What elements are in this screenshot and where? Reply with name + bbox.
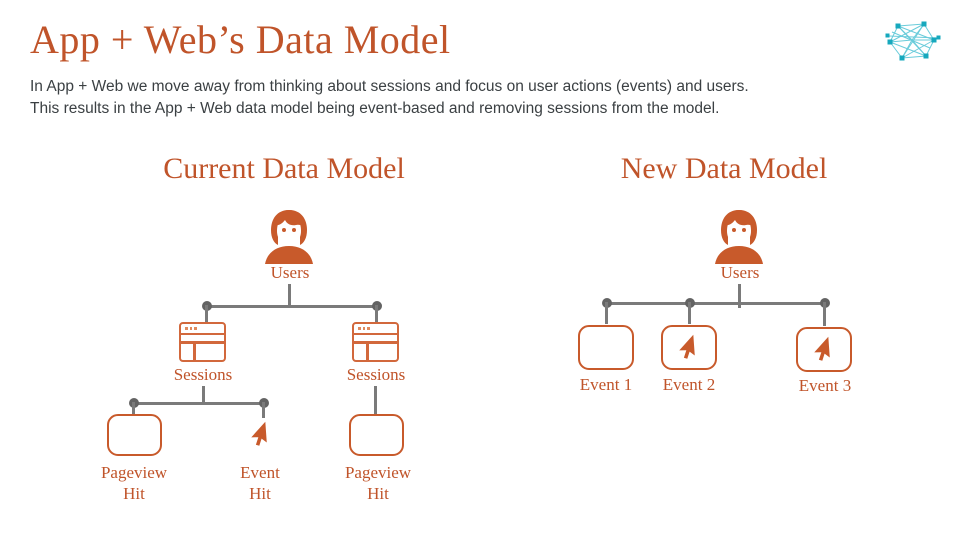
node-label-pageview-hit-right: Pageview Hit xyxy=(344,463,412,503)
connector-vertical-users-new xyxy=(738,284,741,308)
subtitle-line-2: This results in the App + Web data model… xyxy=(30,100,720,117)
connector-vertical-session-left-down xyxy=(202,386,205,404)
user-avatar-icon xyxy=(265,210,313,264)
browser-titlebar-line xyxy=(354,332,397,335)
user-avatar-icon xyxy=(715,210,763,264)
connector-horizontal-events xyxy=(607,302,827,305)
browser-sidebar-line xyxy=(366,343,369,360)
browser-dots xyxy=(358,327,370,330)
node-label-pageview-hit-left: Pageview Hit xyxy=(100,463,168,503)
connector-vertical-event-hit xyxy=(262,402,265,418)
connector-vertical-session-right-down xyxy=(374,386,377,416)
browser-window-icon xyxy=(179,322,226,362)
node-label-event-1: Event 1 xyxy=(579,375,633,394)
browser-titlebar-line xyxy=(181,332,224,335)
rounded-box-icon xyxy=(107,414,162,456)
connector-horizontal-sessions xyxy=(207,305,377,308)
heading-current-data-model: Current Data Model xyxy=(163,152,405,185)
connector-vertical-event3 xyxy=(823,302,826,326)
connector-vertical-pageview-left xyxy=(132,402,135,418)
cursor-arrow-icon xyxy=(679,334,695,359)
node-label-sessions-left: Sessions xyxy=(173,365,233,384)
node-label-event-2: Event 2 xyxy=(662,375,716,394)
network-graph-logo xyxy=(885,21,941,61)
heading-new-data-model: New Data Model xyxy=(620,152,828,185)
connector-vertical-event2 xyxy=(688,302,691,324)
browser-sidebar-line xyxy=(193,343,196,360)
connector-vertical-event1 xyxy=(605,302,608,324)
browser-window-icon xyxy=(352,322,399,362)
node-label-event-3: Event 3 xyxy=(798,376,852,395)
browser-dots xyxy=(185,327,197,330)
node-label-users-new: Users xyxy=(720,263,760,282)
node-label-users-current: Users xyxy=(270,263,310,282)
rounded-box-icon xyxy=(349,414,404,456)
browser-toolbar-line xyxy=(354,341,397,344)
node-label-sessions-right: Sessions xyxy=(346,365,406,384)
connector-vertical-session-right xyxy=(375,305,378,323)
rounded-box-icon xyxy=(578,325,634,370)
page-title: App + Web’s Data Model xyxy=(30,17,451,62)
browser-toolbar-line xyxy=(181,341,224,344)
connector-vertical-session-left xyxy=(205,305,208,323)
node-label-event-hit: Event Hit xyxy=(240,463,280,503)
connector-vertical-users xyxy=(288,284,291,308)
connector-horizontal-hits xyxy=(135,402,265,405)
page-subtitle: In App + Web we move away from thinking … xyxy=(30,76,910,120)
cursor-arrow-icon xyxy=(251,421,267,446)
cursor-arrow-icon xyxy=(814,336,830,361)
subtitle-line-1: In App + Web we move away from thinking … xyxy=(30,78,749,95)
